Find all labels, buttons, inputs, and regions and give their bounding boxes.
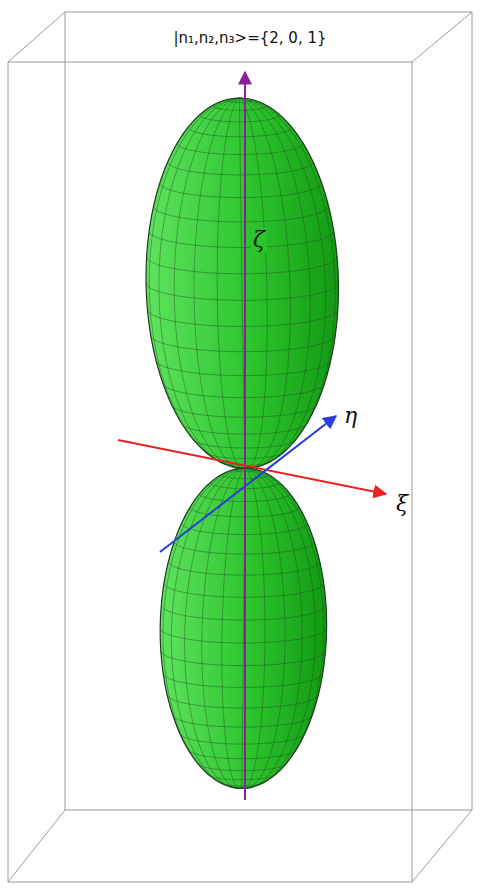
bounding-box-edge: [8, 810, 65, 882]
lobe-surface: [160, 468, 326, 788]
mesh-line: [239, 98, 325, 468]
mesh-line: [239, 98, 290, 469]
bounding-box-edge: [8, 62, 412, 63]
mesh-line: [239, 98, 267, 469]
bounding-box-edge: [412, 12, 472, 62]
mesh-line: [222, 468, 245, 789]
mesh-line: [217, 98, 245, 469]
bounding-box-edge: [8, 62, 9, 882]
bounding-box-edge: [472, 12, 473, 810]
mesh-line: [242, 468, 285, 789]
bounding-box-edge: [412, 62, 413, 882]
xi-label: ξ: [394, 492, 410, 516]
mesh-line: [163, 468, 245, 788]
eta-axis: [160, 416, 336, 552]
zeta-label: ζ: [251, 228, 267, 252]
bounding-box-edge: [8, 12, 65, 62]
bounding-box-edge: [65, 12, 66, 810]
mesh-line: [149, 98, 245, 468]
bounding-box-edge: [8, 882, 412, 883]
mesh-line: [242, 468, 302, 788]
mesh-line: [174, 98, 245, 468]
mesh-line: [239, 98, 335, 468]
zeta-axis: [244, 72, 246, 800]
bounding-box-edge: [65, 12, 472, 13]
mesh-line: [194, 98, 245, 469]
orbital-lobe: [146, 98, 338, 469]
mesh-line: [202, 468, 245, 789]
bounding-box-edge: [65, 810, 472, 811]
orbital-lobe: [160, 468, 326, 789]
eta-label: η: [342, 404, 359, 428]
mesh-line: [239, 98, 310, 468]
mesh-line: [159, 98, 245, 468]
mesh-line: [242, 468, 324, 788]
mesh-line: [185, 468, 245, 788]
lobe-surface: [146, 98, 338, 468]
mesh-line: [242, 468, 316, 788]
state-title: |n₁,n₂,n₃>={2, 0, 1}: [173, 30, 326, 47]
bounding-box-edge: [412, 810, 472, 882]
xi-axis: [118, 440, 386, 494]
